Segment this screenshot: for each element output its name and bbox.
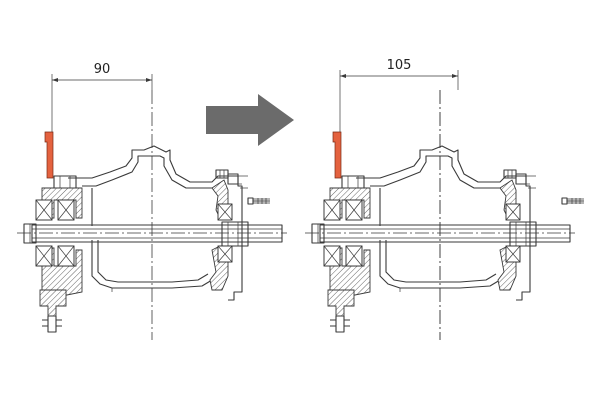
right-arrow-icon — [206, 94, 294, 146]
assembly-after: 105 — [304, 58, 585, 341]
dimension-label-after: 105 — [387, 58, 412, 73]
assembly-before: 90 — [16, 62, 288, 341]
highlight-part-before — [44, 131, 54, 179]
highlight-part-after — [332, 131, 342, 179]
dimension-before: 90 — [51, 62, 153, 178]
dimension-label-before: 90 — [94, 62, 111, 77]
